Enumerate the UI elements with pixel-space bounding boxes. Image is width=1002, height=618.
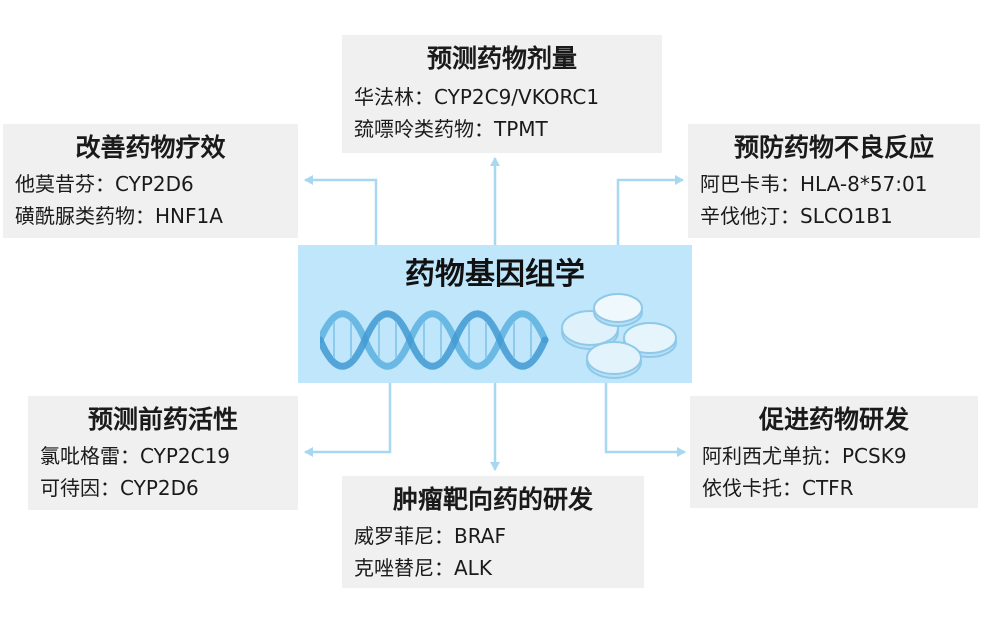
arrow-to-bottom-right <box>604 383 686 457</box>
arrow-to-top-right <box>616 175 684 245</box>
box-line: 克唑替尼：ALK <box>354 556 492 580</box>
box-title: 肿瘤靶向药的研发 <box>392 485 593 514</box>
box-line: 阿巴卡韦：HLA-8*57:01 <box>700 172 928 196</box>
box-title: 预测药物剂量 <box>426 44 577 73</box>
box-prevent-adverse: 预防药物不良反应 阿巴卡韦：HLA-8*57:01 辛伐他汀：SLCO1B1 <box>688 124 980 238</box>
box-line: 可待因：CYP2D6 <box>40 476 199 500</box>
box-title: 预测前药活性 <box>87 405 238 434</box>
box-line: 他莫昔芬：CYP2D6 <box>15 172 194 196</box>
box-line: 威罗菲尼：BRAF <box>354 524 506 548</box>
box-predict-dose: 预测药物剂量 华法林：CYP2C9/VKORC1 巯嘌呤类药物：TPMT <box>342 35 662 153</box>
pills-icon <box>561 293 677 379</box>
box-line: 华法林：CYP2C9/VKORC1 <box>354 85 600 109</box>
box-line: 氯吡格雷：CYP2C19 <box>40 444 231 468</box>
box-prodrug-activity: 预测前药活性 氯吡格雷：CYP2C19 可待因：CYP2D6 <box>28 396 298 510</box>
arrow-to-top-left <box>304 175 378 245</box>
dna-icon <box>320 310 549 370</box>
box-title: 改善药物疗效 <box>75 133 226 162</box>
box-targeted-drug-rnd: 肿瘤靶向药的研发 威罗菲尼：BRAF 克唑替尼：ALK <box>342 476 644 588</box>
box-line: 巯嘌呤类药物：TPMT <box>354 117 548 141</box>
arrow-to-bottom-left <box>304 383 392 457</box>
box-title: 促进药物研发 <box>758 405 909 434</box>
box-improve-efficacy: 改善药物疗效 他莫昔芬：CYP2D6 磺酰脲类药物：HNF1A <box>3 124 298 238</box>
box-line: 辛伐他汀：SLCO1B1 <box>700 204 893 228</box>
box-promote-drug-rnd: 促进药物研发 阿利西尤单抗：PCSK9 依伐卡托：CTFR <box>690 396 978 508</box>
center-title: 药物基因组学 <box>405 257 585 292</box>
box-title: 预防药物不良反应 <box>733 133 934 162</box>
box-line: 阿利西尤单抗：PCSK9 <box>702 444 907 468</box>
center-node: 药物基因组学 <box>298 245 692 383</box>
box-line: 依伐卡托：CTFR <box>702 476 854 500</box>
box-line: 磺酰脲类药物：HNF1A <box>15 204 223 228</box>
